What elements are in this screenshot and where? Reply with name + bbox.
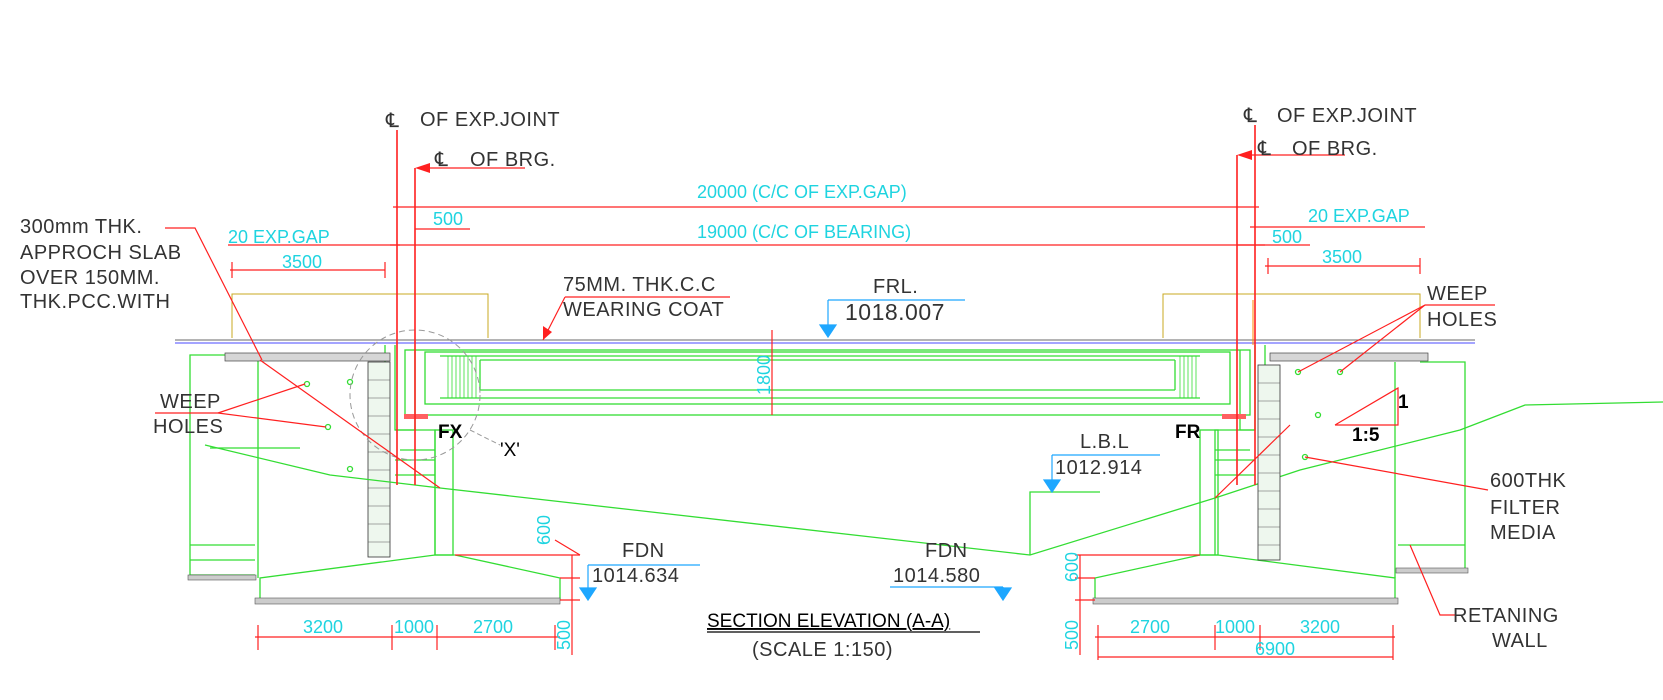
level-fdn-left-value: 1014.634 <box>592 565 679 587</box>
dim-footing-thk-right: 500 <box>1062 620 1082 650</box>
dim-500-left: 500 <box>433 209 463 229</box>
dim-footing-left-2: 1000 <box>394 617 434 637</box>
brg-arrow-right <box>1237 150 1252 160</box>
note-weep-holes-right-2: HOLES <box>1427 309 1497 331</box>
level-fdn-right-label: FDN <box>925 540 968 562</box>
brg-arrow-left <box>415 163 430 173</box>
dim-footing-thk-left: 500 <box>554 620 574 650</box>
note-approach-slab-1: 300mm THK. <box>20 216 142 238</box>
dim-500-right: 500 <box>1272 227 1302 247</box>
cl-symbol-right-exp: ℄ <box>1243 105 1257 127</box>
dim-exp-gap-left: 20 EXP.GAP <box>228 227 330 247</box>
dim-3500-left: 3500 <box>282 252 322 272</box>
level-fdn-left-label: FDN <box>622 540 665 562</box>
note-approach-slab-3: OVER 150MM. <box>20 267 160 289</box>
bearing-fixed-label: FX <box>438 422 463 443</box>
note-weep-holes-right-1: WEEP <box>1427 283 1488 305</box>
note-retaining-wall-2: WALL <box>1492 630 1548 652</box>
dim-deck-depth: 1800 <box>754 355 774 395</box>
dim-footing-right-3: 3200 <box>1300 617 1340 637</box>
dim-footing-depth-right: 600 <box>1062 552 1082 582</box>
cl-symbol-left-brg: ℄ <box>434 149 448 171</box>
dimension-lines <box>155 125 1495 660</box>
bearing-right <box>1222 414 1246 419</box>
note-wearing-coat-1: 75MM. THK.C.C <box>563 274 716 296</box>
approach-outline <box>231 293 1421 345</box>
drawing-scale: (SCALE 1:150) <box>752 639 893 661</box>
dim-footing-left-3: 2700 <box>473 617 513 637</box>
dim-exp-gap-right: 20 EXP.GAP <box>1308 206 1410 226</box>
cl-brg-right-label: OF BRG. <box>1292 138 1378 160</box>
note-retaining-wall-1: RETANING <box>1453 605 1559 627</box>
note-approach-slab-2: APPROCH SLAB <box>20 242 182 264</box>
slope-vertical: 1 <box>1398 392 1409 413</box>
wearing-coat-arrow <box>543 326 552 340</box>
dim-footing-depth-left: 600 <box>534 515 554 545</box>
cl-symbol-right-brg: ℄ <box>1257 138 1271 160</box>
slope-ratio: 1:5 <box>1352 425 1380 446</box>
cl-exp-joint-left-label: OF EXP.JOINT <box>420 109 560 131</box>
note-filter-media-1: 600THK <box>1490 470 1567 492</box>
level-frl-label: FRL. <box>873 276 918 298</box>
note-weep-holes-left-2: HOLES <box>153 416 223 438</box>
level-frl-value: 1018.007 <box>845 299 945 325</box>
dim-footing-left-1: 3200 <box>303 617 343 637</box>
bearing-left <box>404 414 428 419</box>
bearing-free-label: FR <box>1175 422 1201 443</box>
dim-footing-right-1: 2700 <box>1130 617 1170 637</box>
dim-3500-right: 3500 <box>1322 247 1362 267</box>
note-filter-media-2: FILTER <box>1490 497 1560 519</box>
detail-x-label: 'X' <box>500 440 520 461</box>
dim-c-c-exp-gap: 20000 (C/C OF EXP.GAP) <box>697 182 907 202</box>
cl-symbol-left-exp: ℄ <box>385 110 399 132</box>
cl-brg-left-label: OF BRG. <box>470 149 556 171</box>
drawing-title: SECTION ELEVATION (A-A) <box>707 611 950 632</box>
dim-footing-right-total: 6900 <box>1255 639 1295 659</box>
note-weep-holes-left-1: WEEP <box>160 391 221 413</box>
note-filter-media-3: MEDIA <box>1490 522 1556 544</box>
bridge-structure <box>175 339 1663 605</box>
note-wearing-coat-2: WEARING COAT <box>563 299 724 321</box>
level-lbl-label: L.B.L <box>1080 431 1129 453</box>
level-lbl-value: 1012.914 <box>1055 457 1142 479</box>
dim-c-c-bearing: 19000 (C/C OF BEARING) <box>697 222 911 242</box>
note-approach-slab-4: THK.PCC.WITH <box>20 291 170 313</box>
dim-footing-right-2: 1000 <box>1215 617 1255 637</box>
level-markers <box>578 299 1160 602</box>
level-fdn-right-value: 1014.580 <box>893 565 980 587</box>
cl-exp-joint-right-label: OF EXP.JOINT <box>1277 105 1417 127</box>
